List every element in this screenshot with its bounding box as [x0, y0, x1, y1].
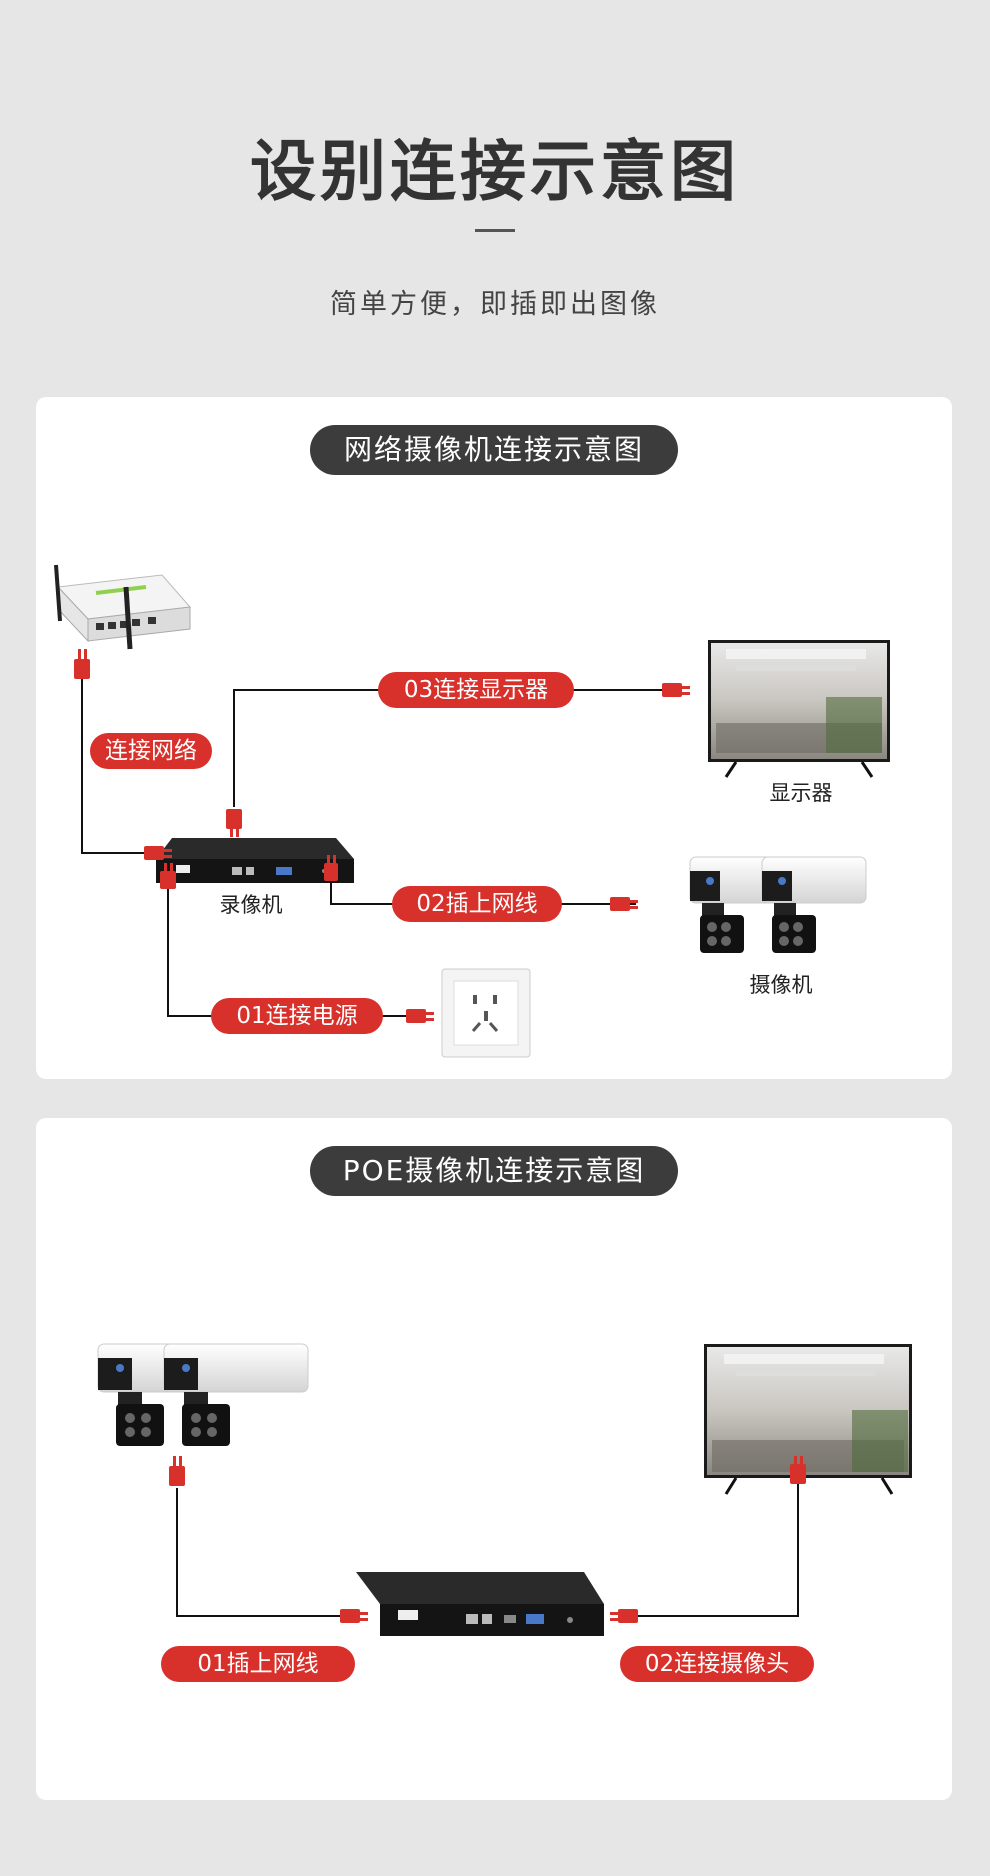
- label-camera: 摄像机: [749, 973, 813, 997]
- poe-camera-diagram-card: POE摄像机连接示意图: [36, 1118, 952, 1800]
- diagram2-heading: POE摄像机连接示意图: [310, 1146, 678, 1196]
- diagram1-heading: 网络摄像机连接示意图: [310, 425, 678, 475]
- title-divider: [475, 229, 515, 232]
- recorder-icon: [156, 838, 354, 883]
- camera-icon-1: [689, 856, 773, 953]
- plug-recorder-top: [226, 809, 242, 837]
- diagram2-drawing: [97, 1343, 912, 1636]
- page-subtitle: 简单方便，即插即出图像: [330, 289, 660, 320]
- nvr-icon: [356, 1572, 604, 1636]
- plug-recorder-left: [144, 846, 172, 860]
- label-monitor: 显示器: [769, 781, 833, 805]
- wire-nvr-monitor: [636, 1484, 799, 1617]
- label-connect-power: 01连接电源: [211, 998, 383, 1034]
- plug-poe-monitor: [790, 1456, 806, 1484]
- plug-camera: [610, 897, 638, 911]
- plug-recorder-right: [324, 855, 338, 881]
- camera-icon-2: [761, 856, 867, 953]
- network-camera-diagram-card: 网络摄像机连接示意图: [36, 397, 952, 1079]
- diagram1-drawing: [54, 564, 890, 1058]
- label-poe-plug-lan: 01插上网线: [161, 1646, 355, 1682]
- label-recorder: 录像机: [219, 893, 283, 917]
- wire-camera-nvr: [176, 1488, 342, 1617]
- label-poe-connect-camera: 02连接摄像头: [620, 1646, 814, 1682]
- poe-camera-icon-2: [163, 1343, 309, 1446]
- plug-power: [406, 1009, 434, 1023]
- label-connect-display: 03连接显示器: [378, 672, 574, 708]
- plug-router: [74, 649, 90, 679]
- plug-recorder-bottom: [160, 863, 176, 889]
- monitor-icon: [708, 640, 890, 778]
- power-outlet-icon: [441, 968, 531, 1058]
- plug-nvr-left: [340, 1609, 368, 1623]
- label-connect-network: 连接网络: [90, 733, 212, 769]
- router-icon: [54, 564, 192, 650]
- label-plug-lan: 02插上网线: [392, 886, 562, 922]
- wire-router-recorder: [81, 677, 148, 854]
- page-title: 设别连接示意图: [250, 133, 740, 210]
- poe-monitor-icon: [704, 1344, 912, 1495]
- plug-monitor: [662, 683, 690, 697]
- plug-poe-camera: [169, 1456, 185, 1486]
- plug-nvr-right: [610, 1609, 638, 1623]
- diagram2-wires: [176, 1484, 799, 1617]
